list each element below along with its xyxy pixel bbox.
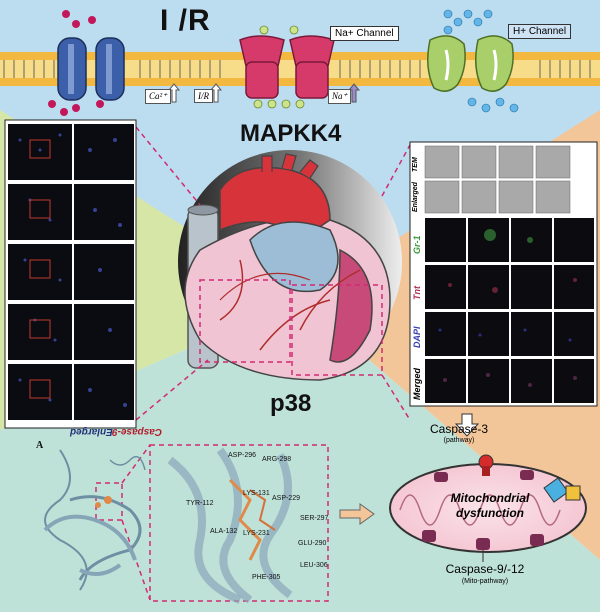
label-mito-line2: dysfunction [456,506,524,520]
label-p38: p38 [270,390,312,417]
ion-label-na: Na⁺ [328,89,352,104]
title-ir: I /R [160,4,211,37]
ion-label-ca: Ca²⁺ [145,89,171,104]
residue-leu306: LEU-306 [300,562,328,569]
ca-channel [57,37,125,101]
left-label-caspase: Caspase-9 [112,426,163,437]
ca-ions [48,10,104,116]
mitochondrion [389,454,587,562]
na-channel-label: Na+ Channel [330,26,399,41]
label-mito-line1: Mitochondrial [450,491,530,505]
residue-tyr112: TYR-112 [186,500,214,507]
label-mapkk4: MAPKK4 [240,120,342,147]
label-caspase912: Caspase-9/-12 [445,562,525,576]
right-label-tnt: Tnt [412,286,422,300]
na-ions [253,25,305,109]
dashed-connectors [95,126,411,602]
panel-letter-a: A [36,440,44,451]
right-micrograph-panel [409,141,598,407]
heart-illustration [184,153,391,381]
residue-asp296: ASP-296 [228,452,257,459]
residue-ala132: ALA-132 [210,528,238,535]
label-caspase3-sub: (pathway) [443,437,475,444]
right-label-dapi: DAPI [412,326,422,348]
residue-asp229: ASP-229 [272,495,301,502]
right-label-enlarged: Enlarged [412,182,419,212]
residue-phe305: PHE-305 [252,574,281,581]
arrow-to-mito [339,503,375,525]
right-label-gr1: Gr-1 [412,235,422,254]
docking-inset [167,447,293,604]
arrow-down-caspase [454,413,480,437]
right-label-merged: Merged [412,367,422,400]
left-micrograph-panel [4,119,137,429]
ion-arrows [167,83,361,103]
h-ions [443,9,519,113]
h-channel [427,35,514,92]
red-channel [239,35,335,99]
residue-arg298: ARG-298 [262,456,292,463]
residue-lys231: LYS-231 [243,530,270,537]
label-caspase3: Caspase-3 [429,422,489,436]
right-label-tem: TEM [412,157,419,172]
label-caspase912-sub: (Mito-pathway) [461,578,509,585]
ion-label-ir: I/R [194,89,213,103]
h-channel-label: H+ Channel [508,24,572,39]
residue-lys131: LYS-131 [243,490,270,497]
left-label-enlarged: Enlarged [70,426,113,437]
protein-structure [43,449,146,591]
residue-glu290: GLU-290 [298,540,327,547]
residue-ser297: SER-297 [300,515,329,522]
